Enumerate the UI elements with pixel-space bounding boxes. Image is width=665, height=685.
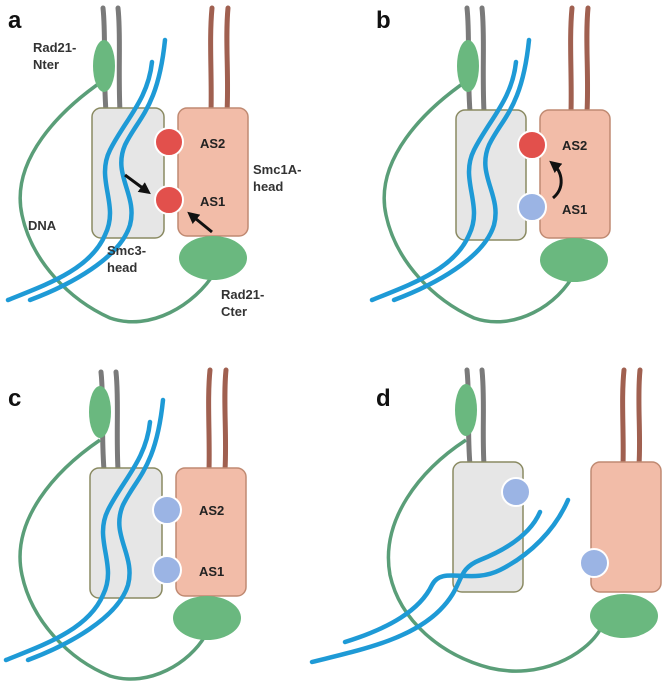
- smc1a-coiled-coil: [206, 367, 213, 473]
- rad21-cter-domain: [590, 594, 658, 638]
- smc1a-head: [177, 107, 249, 237]
- dna-strand: [342, 497, 571, 645]
- rad21-linker: [382, 78, 577, 324]
- dna-strand: [27, 37, 168, 303]
- as1-label: AS1: [562, 202, 587, 217]
- smc3-head-label: head: [107, 260, 137, 275]
- smc1a-coiled-coil: [222, 367, 229, 473]
- smc3-coiled-coil: [479, 367, 487, 468]
- rad21-linker: [18, 78, 217, 324]
- rad21-cter-domain: [540, 238, 608, 282]
- as2-label: AS2: [199, 503, 224, 518]
- dna-label: DNA: [28, 218, 57, 233]
- smc3-head-label: Smc3-: [107, 243, 146, 258]
- arrow-into-as1: [187, 211, 213, 234]
- dna-strand: [391, 37, 532, 303]
- rad21-nter-label: Nter: [33, 57, 59, 72]
- active-site-as2: [154, 127, 184, 157]
- dna-strand: [5, 59, 155, 303]
- smc1a-coiled-coil: [620, 367, 627, 468]
- dna-strand: [309, 509, 543, 665]
- dna-strand: [369, 59, 519, 303]
- curved-arrow-as1-to-as2: [549, 160, 563, 200]
- panel-a: a AS2 AS1 Rad21- Nter Smc1A- head: [5, 5, 301, 324]
- smc1a-coiled-coil: [584, 5, 591, 115]
- smc1a-coiled-coil: [208, 5, 215, 115]
- rad21-nter-label: Rad21-: [33, 40, 76, 55]
- rad21-cter-domain: [173, 596, 241, 640]
- panel-letter: d: [376, 385, 391, 412]
- smc3-head: [455, 109, 527, 241]
- smc3-coiled-coil: [113, 369, 121, 473]
- panel-d: d: [309, 367, 662, 673]
- active-site-smc3: [501, 477, 531, 507]
- smc1a-head-label: Smc1A-: [253, 162, 301, 177]
- rad21-linker: [18, 438, 207, 681]
- smc1a-head-label: head: [253, 179, 283, 194]
- panel-b: b AS2 AS1: [369, 5, 611, 324]
- rad21-cter-domain: [179, 236, 247, 280]
- as2-label: AS2: [200, 136, 225, 151]
- smc1a-coiled-coil: [636, 367, 643, 468]
- panel-letter: a: [8, 7, 22, 34]
- panel-letter: b: [376, 7, 391, 34]
- active-site-as1: [152, 555, 182, 585]
- rad21-nter-domain: [89, 386, 111, 438]
- active-site-as2: [152, 495, 182, 525]
- rad21-cter-label: Rad21-: [221, 287, 264, 302]
- smc1a-head: [539, 109, 611, 239]
- as1-label: AS1: [199, 564, 224, 579]
- active-site-smc1a: [579, 548, 609, 578]
- smc1a-head: [175, 467, 247, 597]
- panel-letter: c: [8, 385, 21, 412]
- active-site-as1: [154, 185, 184, 215]
- panel-c: c AS2 AS1: [3, 367, 247, 681]
- dna-strand: [3, 419, 153, 663]
- smc1a-coiled-coil: [224, 5, 231, 115]
- rad21-nter-domain: [457, 40, 479, 92]
- rad21-nter-domain: [93, 40, 115, 92]
- active-site-as1: [517, 192, 547, 222]
- arrow-into-as1: [124, 173, 151, 195]
- rad21-nter-domain: [455, 384, 477, 436]
- dna-strand: [25, 397, 166, 663]
- smc3-coiled-coil: [115, 5, 123, 115]
- smc3-coiled-coil: [479, 5, 487, 115]
- rad21-cter-label: Cter: [221, 304, 247, 319]
- active-site-as2: [517, 130, 547, 160]
- smc1a-coiled-coil: [568, 5, 575, 115]
- as1-label: AS1: [200, 194, 225, 209]
- as2-label: AS2: [562, 138, 587, 153]
